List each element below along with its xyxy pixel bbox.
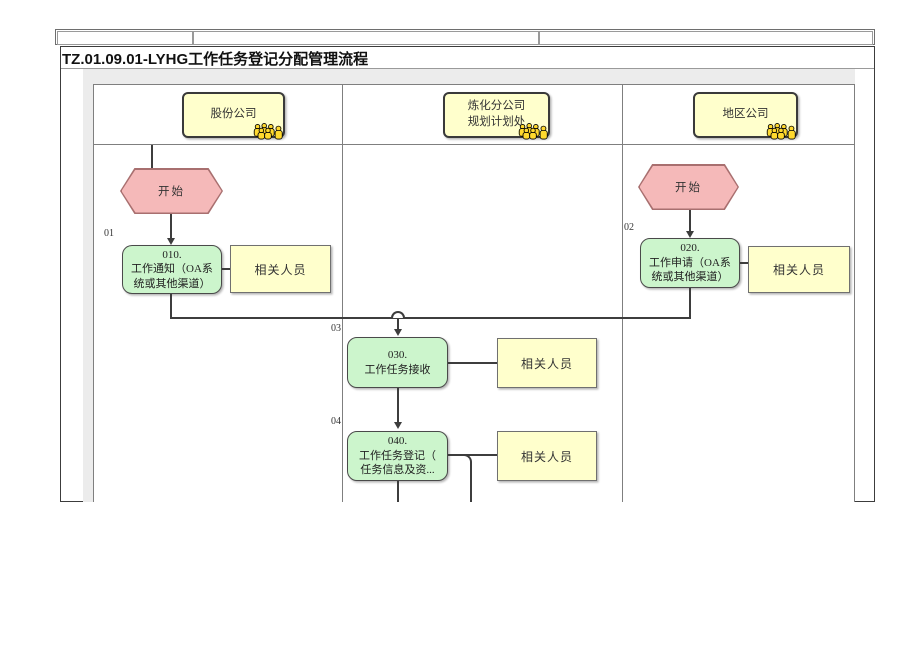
flow-line <box>170 294 172 319</box>
start-hexagon: 开始 <box>638 164 739 210</box>
line-hop <box>391 311 405 318</box>
people-group-icon <box>253 123 283 140</box>
lane-header-regional-company: 地区公司 <box>693 92 798 140</box>
process-label: 030. <box>387 348 408 361</box>
start-label: 开始 <box>639 165 738 209</box>
flow-merge-line <box>170 317 691 319</box>
process-label: 工作任务接收 <box>364 363 431 376</box>
start-label: 开始 <box>121 169 222 213</box>
flow-line <box>397 388 399 423</box>
annotation-label: 相关人员 <box>772 263 825 277</box>
lane-header-label: 地区公司 <box>722 108 769 121</box>
process-label: 任务信息及资... <box>360 464 435 477</box>
flow-line <box>222 268 230 270</box>
process-label: 020. <box>680 242 700 255</box>
people-group-icon <box>766 123 796 140</box>
step-number: 01 <box>104 228 114 239</box>
step-number: 04 <box>331 416 341 427</box>
flow-line <box>470 463 472 502</box>
process-label: 040. <box>387 435 408 448</box>
process-box-040: 040. 工作任务登记（ 任务信息及资... <box>347 431 448 481</box>
top-table-cell <box>193 31 539 45</box>
flow-line <box>170 214 172 239</box>
top-table-row <box>55 29 875 45</box>
people-group-icon <box>518 123 548 140</box>
lane-header-label: 炼化分公司 <box>467 100 526 113</box>
flow-arrowhead <box>167 238 175 245</box>
step-number: 03 <box>331 323 341 334</box>
flow-line <box>397 319 399 330</box>
annotation-box: 相关人员 <box>497 431 597 481</box>
start-hexagon: 开始 <box>120 168 223 214</box>
process-label: 工作任务登记（ <box>359 449 436 462</box>
lane-header-label: 股份公司 <box>210 108 257 121</box>
lane-header-label: 规划计划处 <box>467 116 526 128</box>
process-box-020: 020. 工作申请（OA系 统或其他渠道） <box>640 238 740 288</box>
flow-line <box>448 362 497 364</box>
flow-line <box>689 210 691 232</box>
diagram-margin-top <box>83 69 855 84</box>
flow-arrowhead <box>394 329 402 336</box>
flow-arrowhead <box>686 231 694 238</box>
annotation-box: 相关人员 <box>748 246 850 293</box>
flow-arrowhead <box>394 422 402 429</box>
process-label: 工作通知（OA系 <box>131 263 213 276</box>
top-table-cell <box>539 31 873 45</box>
diagram-margin-left <box>83 69 93 502</box>
flow-line <box>397 481 399 502</box>
process-box-010: 010. 工作通知（OA系 统或其他渠道） <box>122 245 222 294</box>
annotation-label: 相关人员 <box>520 356 573 371</box>
lane-divider <box>622 84 623 502</box>
flow-line <box>151 145 153 169</box>
process-box-030: 030. 工作任务接收 <box>347 337 448 388</box>
step-number: 02 <box>624 222 634 233</box>
flow-line <box>448 454 497 456</box>
process-label: 010. <box>162 248 182 261</box>
lane-divider <box>342 84 343 502</box>
process-label: 统或其他渠道） <box>133 277 211 290</box>
lane-header-rule <box>93 144 855 145</box>
lane-header-planning-dept: 炼化分公司 规划计划处 <box>443 92 550 140</box>
top-table-cell <box>57 31 193 45</box>
process-label: 统或其他渠道） <box>651 271 729 284</box>
page-title: TZ.01.09.01-LYHG工作任务登记分配管理流程 <box>62 51 369 68</box>
annotation-box: 相关人员 <box>230 245 331 293</box>
flow-line <box>740 262 748 264</box>
flow-line <box>689 288 691 319</box>
process-label: 工作申请（OA系 <box>649 256 731 269</box>
title-divider <box>61 68 874 69</box>
annotation-label: 相关人员 <box>254 262 307 277</box>
annotation-box: 相关人员 <box>497 338 597 388</box>
flow-branch-corner <box>460 454 472 464</box>
lane-header-share-company: 股份公司 <box>182 92 285 140</box>
swimlane-canvas <box>93 84 855 502</box>
annotation-label: 相关人员 <box>520 449 573 464</box>
